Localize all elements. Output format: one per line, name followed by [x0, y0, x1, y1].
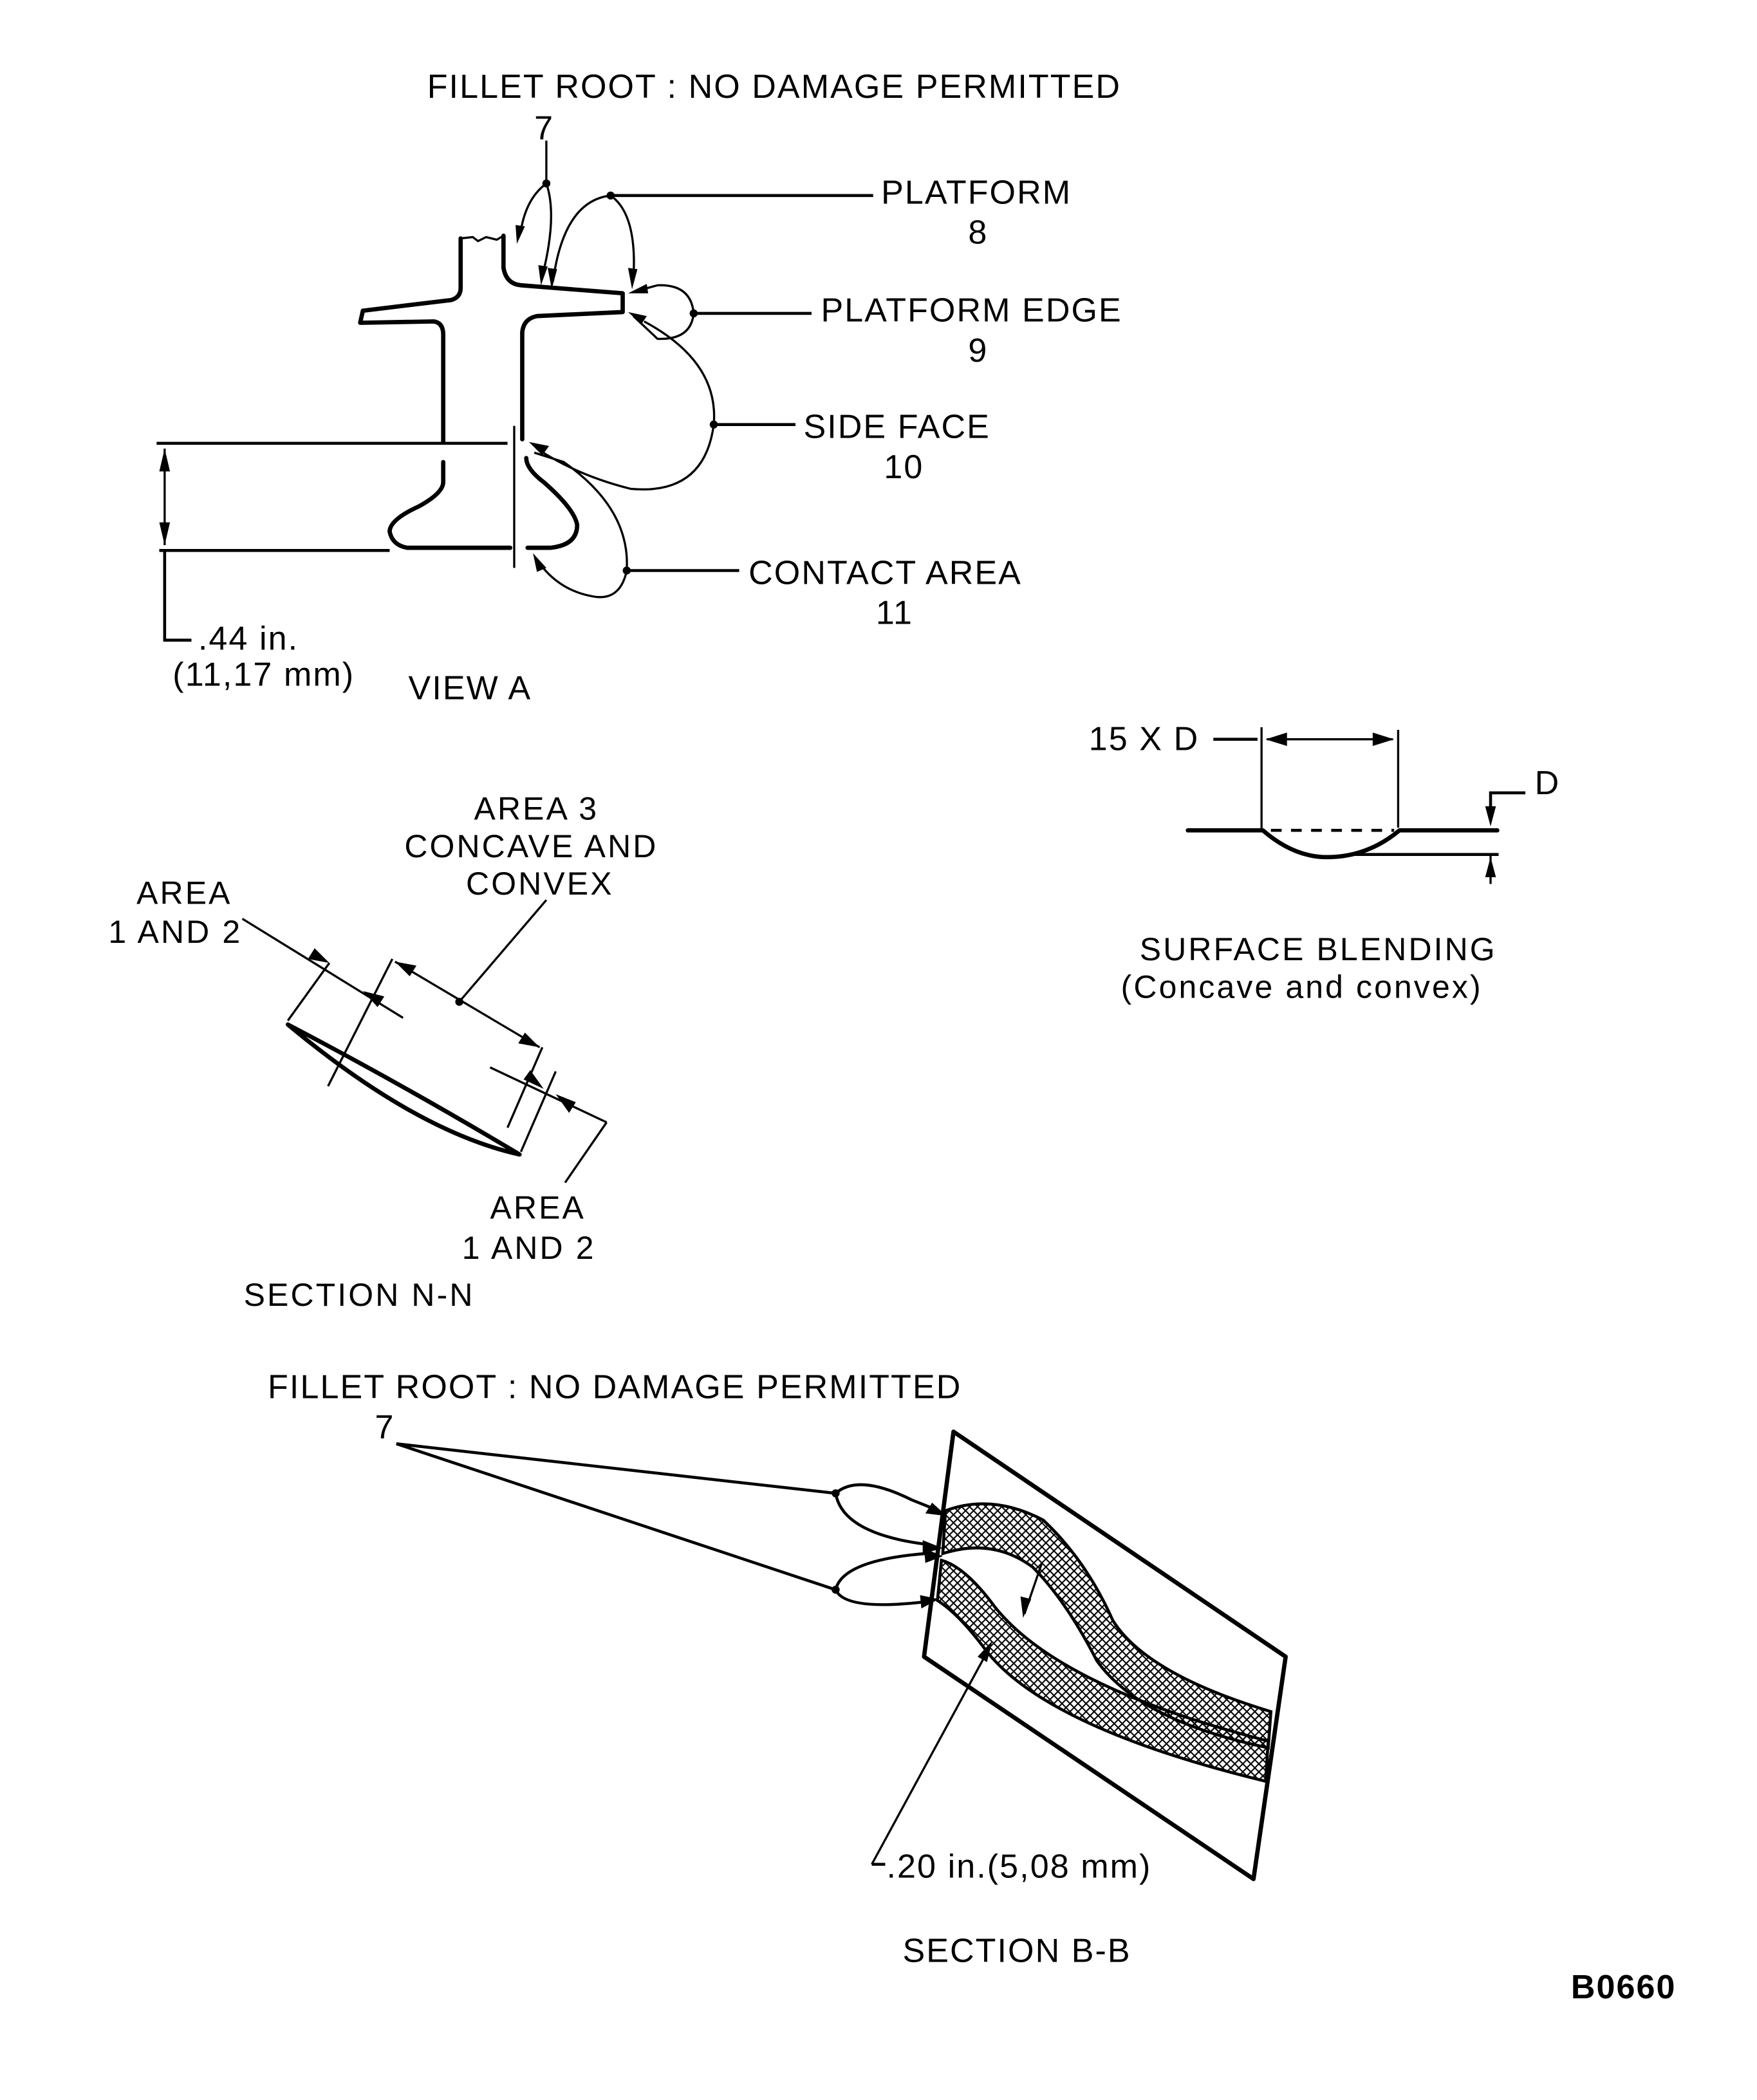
blend-subtitle: (Concave and convex)	[1121, 969, 1483, 1005]
arrowhead	[362, 990, 385, 1007]
nn-area3-line3: CONVEX	[466, 866, 614, 902]
side-face-number: 10	[884, 449, 924, 486]
nn-area12-right-leader	[564, 1121, 608, 1184]
arrowhead	[555, 1094, 576, 1113]
blend-width-label: 15 X D	[1089, 720, 1200, 757]
bb-arc	[834, 1483, 940, 1512]
bb-fillet-label: FILLET ROOT : NO DAMAGE PERMITTED	[268, 1369, 962, 1406]
blade-root-outline-left	[358, 236, 513, 550]
bb-arc	[834, 1589, 926, 1606]
arrowhead	[1485, 857, 1496, 878]
arrowhead	[547, 268, 557, 290]
airfoil-section	[285, 1022, 522, 1157]
nn-ext-2	[327, 958, 394, 1087]
nn-area12-right-line1: AREA	[490, 1190, 586, 1226]
arrowhead	[1372, 732, 1395, 747]
side-face-label: SIDE FACE	[803, 408, 990, 445]
fillet-arc-right	[543, 183, 552, 271]
nn-title: SECTION N-N	[244, 1277, 475, 1313]
bb-section-plane	[922, 1429, 1288, 1881]
view-a: FILLET ROOT : NO DAMAGE PERMITTED 7 PLAT…	[156, 68, 1122, 707]
surface-blending: 15 X D D SURFACE BLENDING (Concave and c…	[1089, 720, 1561, 1005]
nn-area12-right-line2: 1 AND 2	[462, 1230, 596, 1266]
fillet-arc-left	[519, 182, 547, 231]
blend-depth-label: D	[1535, 765, 1561, 802]
platform-edge-label: PLATFORM EDGE	[821, 292, 1122, 329]
bb-leader-upper	[396, 1442, 836, 1495]
arrowhead	[628, 268, 638, 290]
section-nn: AREA 3 CONCAVE AND CONVEX AREA 1 AND 2 A…	[108, 791, 658, 1313]
arrowhead	[628, 311, 647, 324]
contact-area-label: CONTACT AREA	[748, 554, 1022, 591]
leader-dot	[542, 179, 551, 188]
platform-edge-arc-top	[633, 284, 695, 314]
view-a-dimension-in: .44 in.	[198, 620, 299, 657]
bb-dim-leader	[871, 1646, 991, 1865]
dimension-leader	[163, 550, 192, 642]
arrowhead	[533, 553, 546, 572]
arrowhead	[977, 1640, 992, 1662]
arrowhead	[516, 225, 525, 244]
platform-edge-number: 9	[968, 332, 988, 369]
arrowhead	[159, 522, 171, 545]
nn-area3-leader	[458, 899, 548, 1003]
view-a-fillet-label: FILLET ROOT : NO DAMAGE PERMITTED	[427, 68, 1121, 106]
platform-arc-right	[609, 194, 635, 279]
bb-fillet-number: 7	[375, 1409, 395, 1446]
arrowhead	[518, 1032, 540, 1048]
contact-arc-top	[534, 451, 628, 571]
bb-leader-lower	[396, 1442, 837, 1592]
side-face-arc-bottom	[536, 424, 715, 491]
arrowhead	[308, 948, 330, 963]
leader-dot	[455, 998, 463, 1006]
bb-title: SECTION B-B	[902, 1933, 1131, 1970]
figure-id: B0660	[1571, 1969, 1677, 2006]
arrowhead	[1485, 806, 1496, 826]
blade-root-top-break	[460, 234, 505, 243]
bb-arc	[834, 1552, 926, 1590]
arrowhead	[1265, 732, 1287, 747]
arrowhead	[159, 449, 171, 472]
side-face-arc-top	[644, 320, 716, 425]
section-bb: FILLET ROOT : NO DAMAGE PERMITTED 7 .20 …	[268, 1369, 1288, 1970]
nn-ext-4	[519, 1071, 557, 1153]
nn-ext-1	[286, 962, 331, 1021]
arrowhead	[538, 265, 548, 286]
contact-area-number: 11	[876, 595, 913, 632]
nn-area12-right-dim	[489, 1066, 608, 1124]
platform-label: PLATFORM	[881, 174, 1072, 211]
arrowhead	[628, 284, 649, 293]
platform-number: 8	[968, 214, 988, 252]
nn-area3-line2: CONCAVE AND	[404, 828, 658, 864]
view-a-fillet-number: 7	[534, 109, 554, 147]
blend-title: SURFACE BLENDING	[1140, 931, 1497, 967]
nn-area12-left-line2: 1 AND 2	[108, 914, 242, 950]
platform-edge-arc-bottom	[633, 313, 695, 340]
view-a-title: VIEW A	[409, 669, 532, 707]
nn-ext-3	[507, 1046, 544, 1128]
bb-dimension: .20 in.(5,08 mm)	[886, 1848, 1151, 1886]
arrowhead	[395, 962, 417, 977]
arrowhead	[1020, 1596, 1032, 1618]
arrowhead	[528, 441, 550, 456]
view-a-dimension-mm: (11,17 mm)	[172, 656, 355, 693]
bb-arc	[834, 1492, 926, 1546]
arrowhead	[924, 1548, 943, 1563]
arrowhead	[523, 1070, 544, 1089]
blend-surface-profile	[1185, 828, 1500, 860]
contact-arc-bottom	[535, 559, 628, 599]
nn-area3-dim	[394, 960, 541, 1048]
platform-arc-left	[552, 194, 611, 282]
nn-area12-left-line1: AREA	[136, 875, 232, 911]
nn-area3-line1: AREA 3	[474, 791, 599, 827]
blade-root-outline-right	[501, 233, 625, 550]
